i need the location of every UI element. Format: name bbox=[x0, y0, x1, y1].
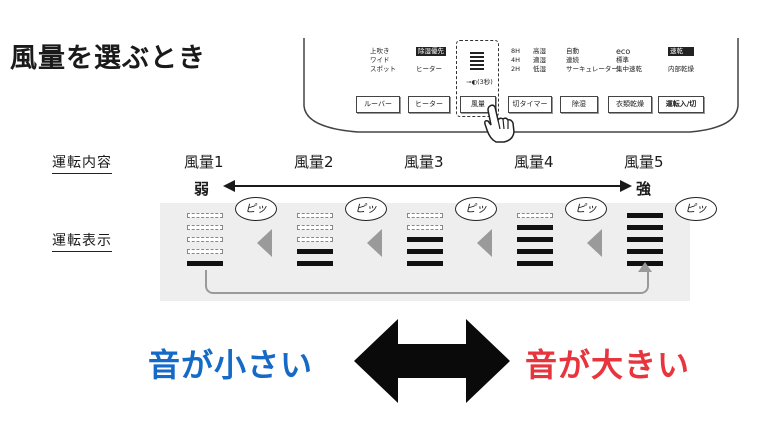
display-bar-unlit bbox=[187, 237, 223, 242]
panel-fan-bar bbox=[470, 60, 484, 62]
display-bar-lit bbox=[627, 213, 663, 218]
panel-col5: eco 標準 集中速乾 bbox=[616, 47, 642, 74]
beep-bubble: ピッ bbox=[565, 197, 607, 221]
panel-label: 2H bbox=[511, 65, 521, 73]
display-bar-unlit bbox=[187, 213, 223, 218]
panel-label: サーキュレーター bbox=[566, 65, 618, 73]
panel-fan-bar bbox=[470, 68, 484, 70]
panel-label: 標準 bbox=[616, 56, 629, 64]
beep-bubble: ピッ bbox=[675, 197, 717, 221]
panel-fan-bar bbox=[470, 52, 484, 54]
beep-bubble: ピッ bbox=[235, 197, 277, 221]
panel-col1: 上吹き ワイド スポット bbox=[370, 47, 396, 74]
quiet-label: 音が小さい bbox=[148, 346, 314, 384]
display-bar-lit bbox=[517, 237, 553, 242]
panel-col6: 速乾 内部乾燥 bbox=[668, 47, 694, 74]
panel-label: 除湿優先 bbox=[416, 47, 446, 56]
display-bar-lit bbox=[517, 225, 553, 230]
display-bar-lit bbox=[517, 249, 553, 254]
display-bar-lit bbox=[187, 261, 223, 266]
panel-label: eco bbox=[616, 47, 631, 56]
panel-fan-bar bbox=[470, 56, 484, 58]
panel-col3b: 高湿 適湿 低湿 bbox=[533, 47, 546, 74]
control-panel-outline bbox=[303, 38, 739, 133]
panel-label: 内部乾燥 bbox=[668, 65, 694, 73]
off-timer-button[interactable]: 切タイマー bbox=[508, 96, 552, 113]
display-bar-lit bbox=[407, 261, 443, 266]
display-bar-lit bbox=[627, 237, 663, 242]
panel-col3a: 8H 4H 2H bbox=[511, 47, 520, 74]
laundry-dry-button[interactable]: 衣類乾燥 bbox=[608, 96, 652, 113]
range-arrow-line bbox=[232, 185, 622, 187]
panel-label: 速乾 bbox=[668, 47, 694, 56]
display-bar-lit bbox=[407, 249, 443, 254]
double-arrow-icon bbox=[354, 319, 510, 403]
level-header: 風量3 bbox=[404, 153, 444, 171]
child-lock-label: ⊸◐(3秒) bbox=[466, 78, 493, 86]
panel-col4: 自動 連続 サーキュレーター bbox=[566, 47, 618, 74]
panel-label: 自動 bbox=[566, 47, 579, 55]
heater-button[interactable]: ヒーター bbox=[408, 96, 450, 113]
display-row-label: 運転表示 bbox=[52, 230, 112, 252]
loud-label: 音が大きい bbox=[525, 346, 691, 384]
cycle-arrow-head-icon bbox=[638, 262, 652, 272]
display-bar-lit bbox=[627, 225, 663, 230]
display-bar-unlit bbox=[297, 237, 333, 242]
power-button[interactable]: 運転入/切 bbox=[658, 96, 704, 113]
display-bar-lit bbox=[407, 237, 443, 242]
display-bar-unlit bbox=[297, 225, 333, 230]
pointing-hand-icon bbox=[484, 104, 515, 143]
panel-label: 連続 bbox=[566, 56, 579, 64]
panel-col2: 除湿優先 ヒーター bbox=[416, 47, 446, 74]
display-bar-unlit bbox=[517, 213, 553, 218]
display-bar-unlit bbox=[297, 213, 333, 218]
display-bar-unlit bbox=[407, 225, 443, 230]
step-arrow-icon bbox=[477, 229, 492, 257]
dehumidify-button[interactable]: 除湿 bbox=[560, 96, 598, 113]
step-arrow-icon bbox=[587, 229, 602, 257]
display-bar-lit bbox=[517, 261, 553, 266]
step-arrow-icon bbox=[257, 229, 272, 257]
panel-label: 高湿 bbox=[533, 47, 546, 55]
panel-label: 低湿 bbox=[533, 65, 546, 73]
panel-label: ワイド bbox=[370, 56, 390, 64]
panel-label: 4H bbox=[511, 56, 521, 64]
range-arrow-right-icon bbox=[620, 180, 632, 192]
cycle-return-arrow bbox=[205, 270, 649, 294]
display-bar-unlit bbox=[407, 213, 443, 218]
level-header: 風量2 bbox=[294, 153, 334, 171]
fan-speed-button[interactable]: 風量 bbox=[460, 96, 496, 113]
weak-label: 弱 bbox=[194, 180, 210, 198]
panel-label: 適湿 bbox=[533, 56, 546, 64]
strong-label: 強 bbox=[636, 180, 652, 198]
display-bar-lit bbox=[627, 249, 663, 254]
beep-bubble: ピッ bbox=[455, 197, 497, 221]
panel-fan-bar bbox=[470, 64, 484, 66]
fan-button-highlight bbox=[456, 40, 499, 117]
step-arrow-icon bbox=[367, 229, 382, 257]
display-bar-lit bbox=[297, 261, 333, 266]
level-header: 風量5 bbox=[624, 153, 664, 171]
display-bar-unlit bbox=[187, 249, 223, 254]
panel-label: 8H bbox=[511, 47, 521, 55]
panel-label: 上吹き bbox=[370, 47, 390, 55]
display-bar-lit bbox=[297, 249, 333, 254]
panel-label: スポット bbox=[370, 65, 396, 73]
display-bar-unlit bbox=[187, 225, 223, 230]
louver-button[interactable]: ルーバー bbox=[356, 96, 400, 113]
panel-label: 集中速乾 bbox=[616, 65, 642, 73]
beep-bubble: ピッ bbox=[345, 197, 387, 221]
range-arrow-left-icon bbox=[223, 180, 235, 192]
page-title: 風量を選ぶとき bbox=[10, 43, 206, 74]
level-header: 風量4 bbox=[514, 153, 554, 171]
content-row-label: 運転内容 bbox=[52, 152, 112, 174]
level-header: 風量1 bbox=[184, 153, 224, 171]
panel-label: ヒーター bbox=[416, 65, 442, 73]
